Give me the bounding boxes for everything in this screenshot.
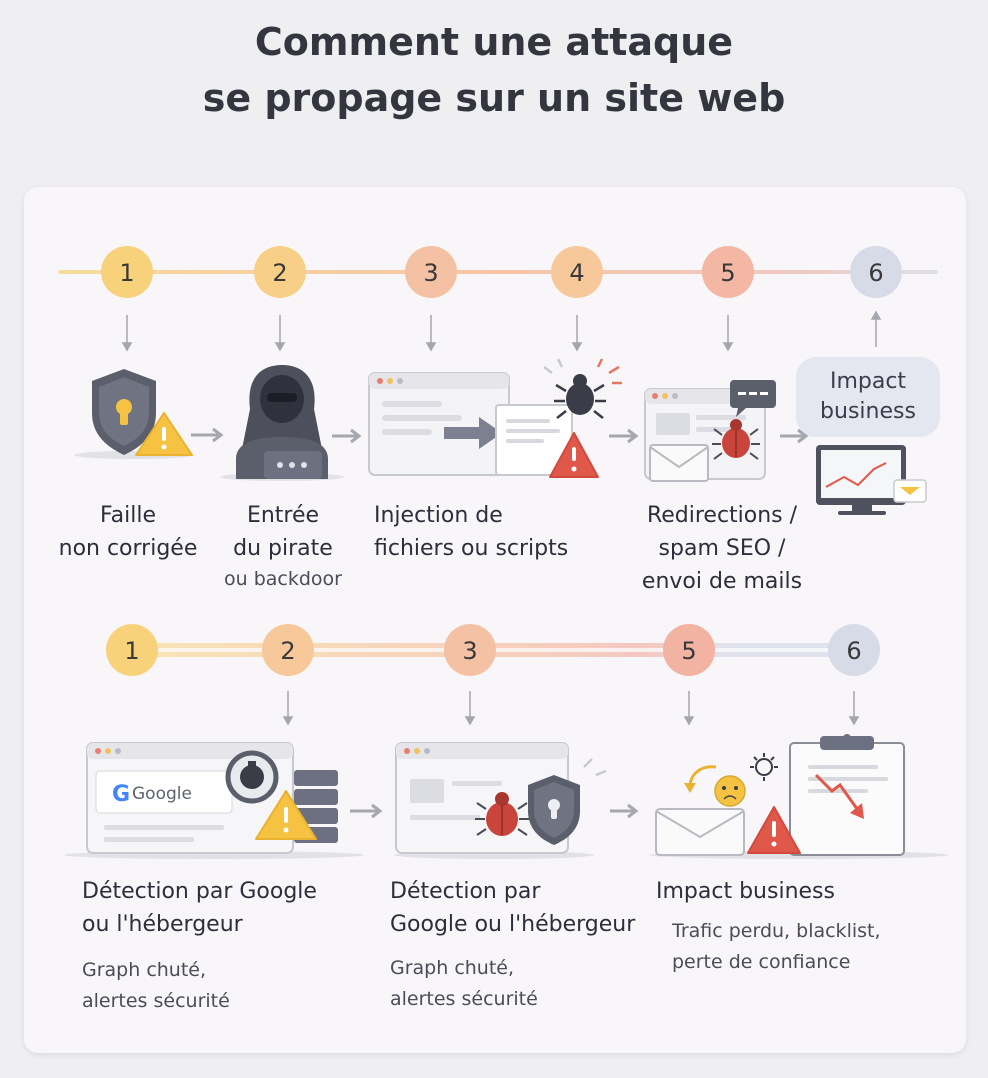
arrow-right-icon — [191, 427, 224, 443]
bottom-panel-1-line-1: Détection par Google — [82, 879, 317, 904]
top-step-3-number: 3 — [423, 259, 438, 287]
top-step-1-number: 1 — [119, 259, 134, 287]
shield-keyhole-icon — [74, 369, 194, 459]
impact-bubble-line-1: Impact — [830, 369, 906, 394]
bottom-panel-3-sub-2: perte de confiance — [672, 951, 851, 973]
bottom-step-1-badge: 1 — [106, 624, 158, 676]
warning-icon — [255, 790, 317, 840]
arrow-right-icon — [780, 428, 809, 444]
top-step-1-line-1: Faille — [100, 503, 156, 528]
top-step-5-number: 5 — [720, 259, 735, 287]
bottom-step-2-badge: 2 — [262, 624, 314, 676]
top-step-5-badge: 5 — [702, 246, 754, 298]
top-step-6-number: 6 — [868, 259, 883, 287]
envelope-icon — [649, 444, 709, 482]
bottom-step-2-number: 2 — [280, 637, 295, 665]
virus-icon — [750, 753, 778, 781]
top-step-1-line-2: non corrigée — [58, 536, 198, 561]
top-step-2-line-2: du pirate — [233, 536, 333, 561]
document-icon — [495, 404, 573, 476]
top-step-3-line-2: fichiers ou scripts — [374, 536, 569, 561]
top-step-2-sub: ou backdoor — [224, 568, 342, 590]
browser-window-icon — [394, 742, 594, 859]
top-step-4-number: 4 — [569, 259, 584, 287]
google-search-text: Google — [132, 784, 192, 804]
top-step-2-badge: 2 — [254, 246, 306, 298]
bug-icon — [543, 358, 622, 419]
top-step-6-badge: 6 — [850, 246, 902, 298]
bottom-step-6-badge: 6 — [828, 624, 880, 676]
bottom-panel-3-sub-1: Trafic perdu, blacklist, — [672, 920, 881, 942]
magnifier-icon — [225, 750, 279, 804]
bottom-panel-3-desc: Trafic perdu, blacklist, perte de confia… — [672, 916, 952, 978]
top-timeline: 1 2 3 4 5 6 — [58, 246, 938, 352]
top-step-1-label: Faille non corrigée — [38, 499, 218, 565]
danger-icon — [747, 806, 801, 854]
bottom-panel-2-desc: Graph chuté, alertes sécurité — [390, 953, 650, 1015]
title-line-1: Comment une attaque — [254, 20, 734, 64]
bottom-step-5-number: 5 — [681, 637, 696, 665]
bottom-panel-1-title: Détection par Google ou l'hébergeur — [82, 875, 372, 941]
top-step-2-line-1: Entrée — [246, 503, 320, 528]
top-step-3-label: Injection de fichiers ou scripts — [374, 499, 616, 565]
bottom-step-3-badge: 3 — [444, 624, 496, 676]
bottom-panel-1-line-2: ou l'hébergeur — [82, 912, 243, 937]
impact-bubble-line-2: business — [820, 399, 916, 424]
top-down-arrows — [121, 310, 882, 352]
arrow-right-icon — [610, 803, 639, 819]
monitor-chart-icon — [816, 445, 927, 515]
impact-bubble: Impact business — [796, 357, 940, 437]
bottom-step-3-number: 3 — [462, 637, 477, 665]
page-title: Comment une attaque se propage sur un si… — [0, 14, 988, 126]
hacker-icon — [220, 365, 344, 481]
bottom-panel-1-sub-1: Graph chuté, — [82, 959, 207, 981]
diagram-card: 1 2 3 4 5 6 — [24, 187, 966, 1053]
top-step-3-badge: 3 — [405, 246, 457, 298]
bottom-down-arrows — [282, 691, 860, 726]
top-step-4-line-1: Redirections / — [646, 503, 798, 528]
arrow-right-icon — [609, 428, 639, 444]
bottom-panel-2-sub-1: Graph chuté, — [390, 957, 515, 979]
bug-icon — [712, 419, 760, 460]
chat-bubble-icon — [730, 380, 776, 417]
bottom-step-5-badge: 5 — [663, 624, 715, 676]
top-step-2-label: Entrée du pirate ou backdoor — [208, 499, 358, 593]
bottom-panel-2-line-1: Détection par — [390, 879, 541, 904]
top-step-2-number: 2 — [272, 259, 287, 287]
injection-arrow-icon — [444, 417, 502, 449]
worried-face-icon — [714, 775, 746, 807]
clipboard-chart-icon — [789, 734, 905, 856]
top-step-4-line-3: envoi de mails — [641, 569, 803, 594]
bottom-panel-2-line-2: Google ou l'hébergeur — [390, 912, 636, 937]
top-step-4-label: Redirections / spam SEO / envoi de mails — [622, 499, 822, 598]
warning-icon — [135, 412, 193, 456]
bottom-panel-3-title: Impact business — [656, 875, 936, 908]
bottom-panel-1-desc: Graph chuté, alertes sécurité — [82, 955, 342, 1017]
diagram-artwork: 1 2 3 4 5 6 — [58, 246, 949, 859]
google-g-logo: G — [112, 782, 130, 807]
top-step-4-line-2: spam SEO / — [658, 536, 786, 561]
bottom-step-1-number: 1 — [124, 637, 139, 665]
return-arrow-icon — [684, 765, 717, 793]
danger-icon — [549, 432, 599, 478]
top-step-1-badge: 1 — [101, 246, 153, 298]
bottom-panel-2-sub-2: alertes sécurité — [390, 988, 538, 1010]
bottom-panel-2-title: Détection par Google ou l'hébergeur — [390, 875, 662, 941]
arrow-right-icon — [332, 428, 362, 444]
alert-sparks-icon — [583, 758, 607, 777]
arrow-right-icon — [350, 803, 383, 819]
bottom-step-6-number: 6 — [846, 637, 861, 665]
top-step-4-badge: 4 — [551, 246, 603, 298]
bug-icon — [475, 792, 529, 836]
title-line-2: se propage sur un site web — [202, 76, 786, 120]
shield-keyhole-icon — [528, 775, 580, 845]
bottom-timeline: 1 2 3 5 6 — [106, 624, 880, 726]
bottom-panel-3-line-1: Impact business — [656, 879, 835, 904]
top-step-3-line-1: Injection de — [374, 503, 503, 528]
bottom-panel-1-sub-2: alertes sécurité — [82, 990, 230, 1012]
